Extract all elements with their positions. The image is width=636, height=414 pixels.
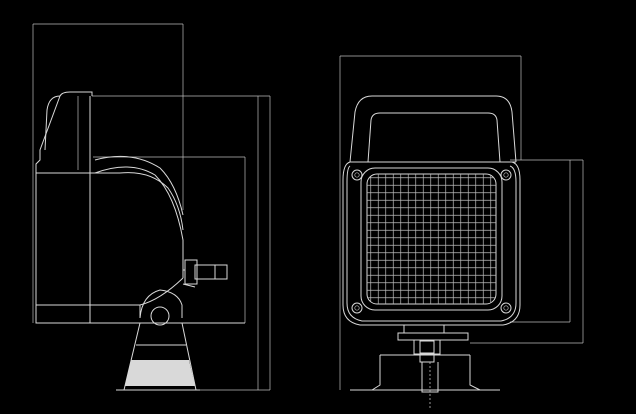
bolt-bottom-right — [500, 302, 512, 314]
bolt-top-right — [500, 169, 512, 181]
side-view — [32, 23, 271, 391]
front-housing — [342, 95, 521, 326]
side-bracket — [116, 289, 200, 391]
bolt-bottom-left — [351, 302, 363, 314]
front-view — [339, 55, 584, 410]
side-housing — [35, 91, 245, 324]
side-connector — [182, 259, 228, 288]
front-lens — [360, 167, 503, 311]
front-mount — [350, 324, 500, 410]
bolt-top-left — [351, 169, 363, 181]
side-rear-cover — [94, 155, 184, 306]
protective-grille — [367, 174, 496, 304]
front-dimension-lines — [339, 55, 584, 390]
side-dimension-lines — [32, 23, 271, 391]
front-bolts — [351, 169, 512, 314]
